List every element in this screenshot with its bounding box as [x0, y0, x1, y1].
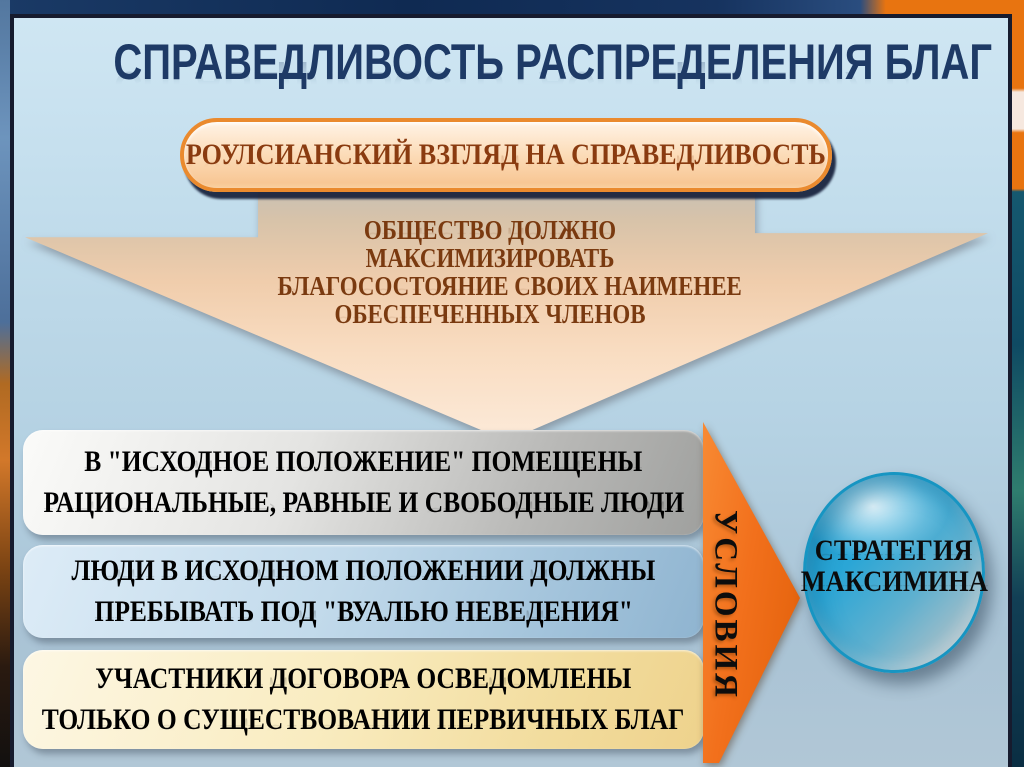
header-pill-label: РОУЛСИАНСКИЙ ВЗГЛЯД НА СПРАВЕДЛИВОСТЬ	[186, 138, 826, 171]
conditions-arrow-label: УСЛОВИЯ	[707, 509, 744, 700]
condition-card-1: В "ИСХОДНОЕ ПОЛОЖЕНИЕ" ПОМЕЩЕНЫ РАЦИОНАЛ…	[23, 430, 704, 535]
principle-line: ОБЩЕСТВО ДОЛЖНО	[363, 215, 617, 245]
background-right-strip	[1012, 0, 1024, 767]
sphere-line: СТРАТЕГИЯ	[815, 533, 973, 567]
condition-card-line: РАЦИОНАЛЬНЫЕ, РАВНЫЕ И СВОБОДНЫЕ ЛЮДИ	[43, 486, 684, 519]
condition-card-line: ЛЮДИ В ИСХОДНОМ ПОЛОЖЕНИИ ДОЛЖНЫ	[71, 554, 656, 587]
principle-statement: ОБЩЕСТВО ДОЛЖНО МАКСИМИЗИРОВАТЬ БЛАГОСОС…	[240, 215, 742, 329]
principle-line: МАКСИМИЗИРОВАТЬ	[365, 243, 615, 273]
header-pill: РОУЛСИАНСКИЙ ВЗГЛЯД НА СПРАВЕДЛИВОСТЬ	[180, 118, 832, 192]
condition-card-line: УЧАСТНИКИ ДОГОВОРА ОСВЕДОМЛЕНЫ	[95, 662, 632, 695]
maximin-sphere: СТРАТЕГИЯ МАКСИМИНА	[800, 472, 988, 673]
conditions-arrow-shape	[703, 422, 800, 763]
sphere-line: МАКСИМИНА	[800, 564, 988, 598]
principle-line: БЛАГОСОСТОЯНИЕ СВОИХ НАИМЕНЕЕ	[277, 271, 742, 301]
principle-line: ОБЕСПЕЧЕННЫХ ЧЛЕНОВ	[334, 299, 646, 329]
condition-card-line: В "ИСХОДНОЕ ПОЛОЖЕНИЕ" ПОМЕЩЕНЫ	[84, 445, 643, 478]
condition-card-2: ЛЮДИ В ИСХОДНОМ ПОЛОЖЕНИИ ДОЛЖНЫ ПРЕБЫВА…	[23, 545, 704, 638]
slide-title: СПРАВЕДЛИВОСТЬ РАСПРЕДЕЛЕНИЯ БЛАГ	[113, 34, 993, 90]
condition-card-line: ТОЛЬКО О СУЩЕСТВОВАНИИ ПЕРВИЧНЫХ БЛАГ	[42, 703, 685, 736]
down-arrow-shape	[25, 185, 988, 441]
background-top-strip	[0, 0, 1024, 14]
condition-card-3: УЧАСТНИКИ ДОГОВОРА ОСВЕДОМЛЕНЫ ТОЛЬКО О …	[23, 650, 704, 749]
background-left-strip	[0, 0, 10, 767]
condition-card-line: ПРЕБЫВАТЬ ПОД "ВУАЛЬЮ НЕВЕДЕНИЯ"	[94, 595, 633, 628]
